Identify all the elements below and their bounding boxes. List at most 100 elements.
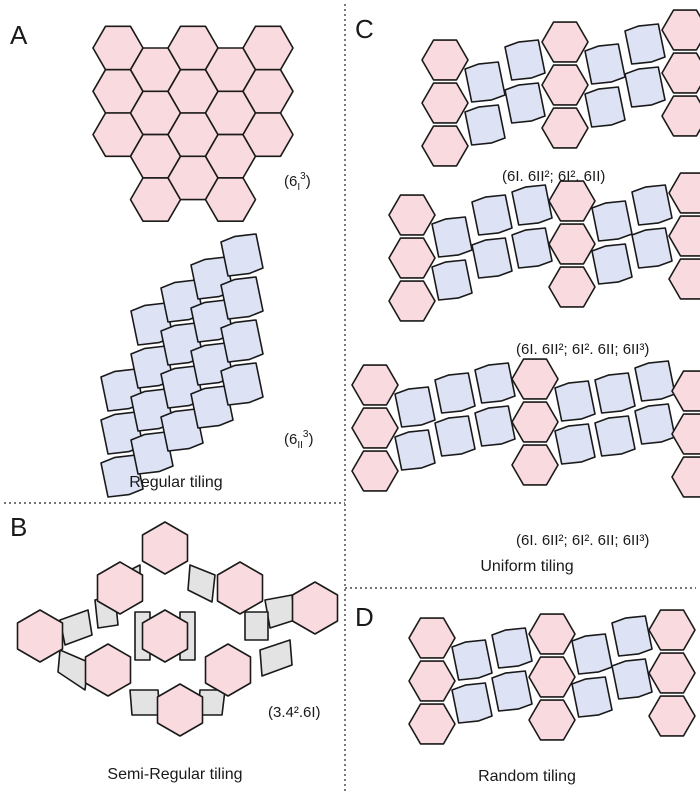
hexagon-type-ii	[434, 372, 476, 414]
hexagon-type-i	[671, 370, 700, 412]
hexagon-type-ii	[631, 227, 673, 269]
hexagon-type-ii	[511, 184, 553, 226]
hexagon-type-ii	[571, 633, 613, 675]
hexagon-type-i	[141, 521, 189, 575]
hexagon-type-ii	[431, 216, 473, 258]
hexagon-type-i	[84, 643, 132, 697]
hexagon-type-i	[528, 613, 576, 655]
hexagon-type-ii	[584, 86, 626, 128]
hexagon-type-ii	[451, 682, 493, 724]
square-tile	[187, 564, 216, 603]
hexagon-type-i	[541, 21, 589, 63]
hexagon-type-i	[511, 358, 559, 400]
hexagon-type-ii	[160, 408, 204, 452]
notation-b: (3.4².6I)	[268, 704, 321, 721]
hexagon-type-ii	[594, 415, 636, 457]
hexagon-type-ii	[611, 615, 653, 657]
hexagon-type-ii	[220, 319, 264, 363]
hexagon-type-ii	[130, 431, 174, 475]
panel-label-c: C	[355, 14, 374, 44]
hexagon-type-i	[548, 180, 596, 222]
hexagon-type-ii	[504, 82, 546, 124]
square-tile	[244, 611, 269, 641]
square-tile	[259, 639, 293, 677]
square-tile	[59, 609, 93, 646]
panel-label-b: B	[10, 512, 27, 542]
hexagon-type-ii	[634, 360, 676, 402]
hexagon-type-i	[541, 107, 589, 149]
caption-uniform-tiling: Uniform tiling	[480, 558, 573, 575]
hexagon-type-ii	[591, 200, 633, 242]
hexagon-type-ii	[394, 429, 436, 471]
notation-c-2: (6I. 6II²; 6I². 6II; 6II³)	[516, 341, 649, 358]
hexagon-type-ii	[591, 243, 633, 285]
hexagon-type-i	[388, 280, 436, 322]
hexagon-type-i	[528, 699, 576, 741]
hexagon-type-i	[661, 95, 700, 137]
hexagon-type-i	[16, 609, 64, 663]
hexagon-type-ii	[394, 386, 436, 428]
hexagon-type-i	[548, 223, 596, 265]
tiles-layer	[16, 9, 700, 745]
hexagon-type-ii	[431, 259, 473, 301]
hexagon-type-i	[671, 413, 700, 455]
hexagon-type-ii	[491, 670, 533, 712]
hexagon-type-ii	[624, 66, 666, 108]
caption-semi-regular-tiling: Semi-Regular tiling	[107, 766, 242, 783]
panel-label-a: A	[10, 20, 28, 50]
hexagon-type-i	[421, 125, 469, 167]
hexagon-type-ii	[511, 227, 553, 269]
hexagon-type-ii	[634, 403, 676, 445]
hexagon-type-i	[668, 215, 700, 257]
hexagon-type-i	[141, 609, 189, 663]
hexagon-type-ii	[474, 362, 516, 404]
hexagon-type-i	[511, 401, 559, 443]
hexagon-type-ii	[464, 104, 506, 146]
hexagon-type-ii	[220, 276, 264, 320]
hexagon-type-ii	[474, 405, 516, 447]
hexagon-type-ii	[471, 194, 513, 236]
hexagon-type-ii	[554, 380, 596, 422]
hexagon-type-ii	[100, 454, 144, 498]
hexagon-type-i	[408, 703, 456, 745]
notation-c-1: (6I. 6II²; 6I². 6II)	[502, 168, 605, 185]
hexagon-type-i	[421, 39, 469, 81]
hexagon-type-i	[668, 172, 700, 214]
notation-c-3: (6I. 6II²; 6I². 6II; 6II³)	[516, 532, 649, 549]
hexagon-type-i	[351, 364, 399, 406]
hexagon-type-i	[408, 660, 456, 702]
hexagon-type-i	[421, 82, 469, 124]
hexagon-type-i	[388, 237, 436, 279]
hexagon-type-i	[668, 258, 700, 300]
hexagon-type-ii	[464, 61, 506, 103]
notation-a-top: (6I3)	[284, 171, 311, 193]
hexagon-type-ii	[611, 658, 653, 700]
hexagon-type-i	[204, 643, 252, 697]
hexagon-type-ii	[631, 184, 673, 226]
hexagon-type-i	[548, 266, 596, 308]
hexagon-type-ii	[584, 43, 626, 85]
hexagon-type-i	[511, 444, 559, 486]
hexagon-type-i	[648, 695, 696, 737]
square-tile	[264, 594, 296, 629]
hexagon-type-i	[291, 581, 339, 635]
hexagon-type-i	[648, 652, 696, 694]
hexagon-type-ii	[504, 39, 546, 81]
hexagon-type-i	[661, 9, 700, 51]
hexagon-type-ii	[554, 423, 596, 465]
hexagon-type-i	[661, 52, 700, 94]
hexagon-type-i	[541, 64, 589, 106]
hexagon-type-ii	[491, 627, 533, 669]
hexagon-type-i	[96, 561, 144, 615]
caption-random-tiling: Random tiling	[478, 768, 576, 785]
square-tile	[129, 689, 161, 716]
hexagon-type-ii	[571, 676, 613, 718]
hexagon-type-i	[408, 617, 456, 659]
hexagon-type-ii	[471, 237, 513, 279]
square-tile	[57, 649, 89, 691]
hexagon-type-i	[204, 177, 257, 222]
hexagon-type-ii	[220, 362, 264, 406]
hexagon-type-ii	[594, 372, 636, 414]
hexagon-type-i	[156, 683, 204, 737]
